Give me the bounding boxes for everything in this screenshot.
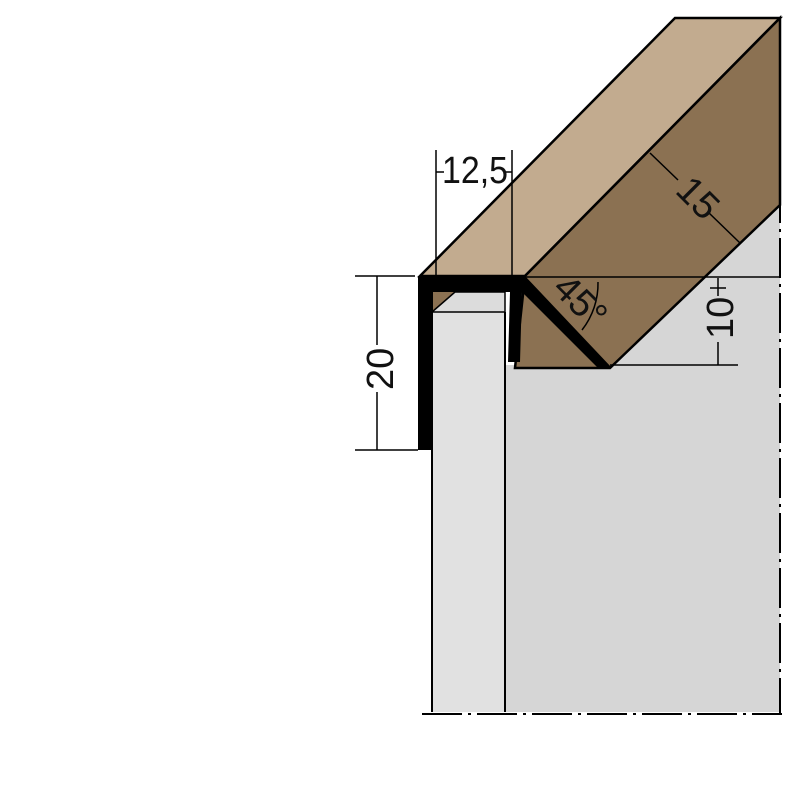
profile-section	[418, 276, 612, 450]
dimension-top-width: 12,5	[435, 150, 513, 276]
wall-surface	[505, 365, 780, 712]
dimension-left-height: 20	[355, 275, 418, 451]
dimension-right-height: 10	[610, 278, 742, 366]
substrate-column	[432, 312, 505, 712]
dim-label-left-height: 20	[360, 348, 402, 390]
dim-label-right-height: 10	[700, 297, 742, 339]
dim-label-top-width: 12,5	[442, 150, 508, 192]
